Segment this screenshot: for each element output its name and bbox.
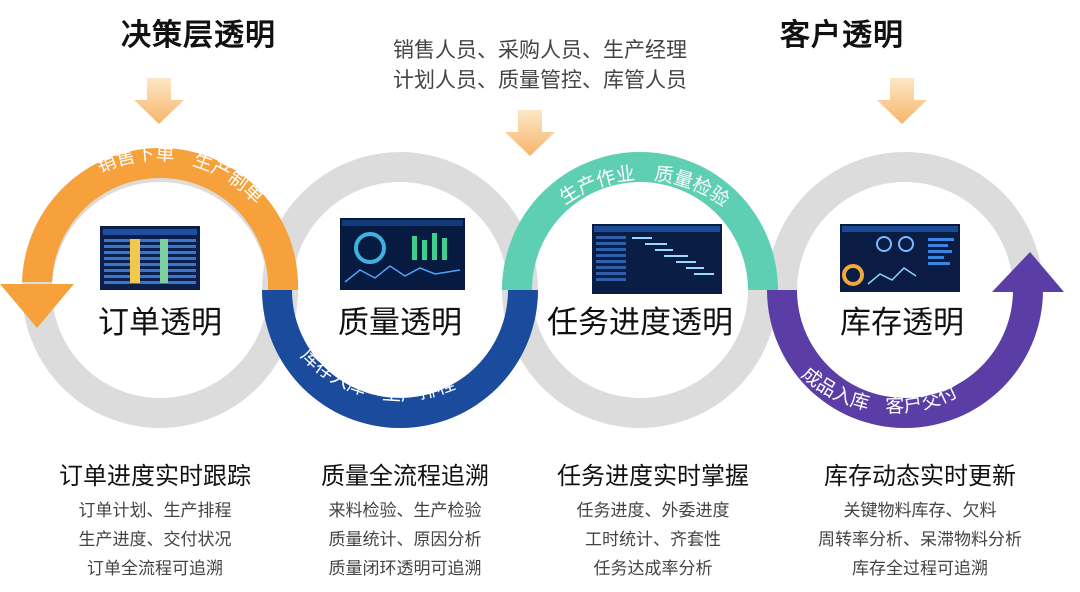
ring-3-title: 任务进度透明	[547, 305, 733, 341]
column-quality: 质量全流程追溯 来料检验、生产检验 质量统计、原因分析 质量闭环透明可追溯	[275, 456, 535, 584]
down-arrow-left	[134, 78, 184, 124]
ring-1-arrow-head	[0, 284, 74, 328]
column-title: 质量全流程追溯	[321, 462, 489, 490]
column-title: 库存动态实时更新	[824, 462, 1016, 490]
dashboard-thumbnail-3	[592, 224, 722, 294]
dashboard-thumbnail-4	[840, 224, 960, 292]
ring-1-title: 订单透明	[98, 305, 222, 341]
column-inventory: 库存动态实时更新 关键物料库存、欠料 周转率分析、呆滞物料分析 库存全过程可追溯	[775, 456, 1065, 584]
decision-layer-title: 决策层透明	[121, 18, 276, 53]
down-arrow-right	[877, 78, 927, 124]
column-line: 库存全过程可追溯	[852, 559, 988, 579]
dashboard-thumbnail-2	[340, 218, 465, 290]
column-line: 任务进度、外委进度	[576, 501, 730, 521]
ring-2-title: 质量透明	[338, 305, 462, 341]
column-line: 质量闭环透明可追溯	[328, 559, 482, 579]
ring-4-purple-arc	[767, 290, 1043, 428]
column-title: 任务进度实时掌握	[557, 462, 749, 490]
column-task: 任务进度实时掌握 任务进度、外委进度 工时统计、齐套性 任务达成率分析	[523, 456, 783, 584]
column-title: 订单进度实时跟踪	[59, 462, 251, 490]
column-line: 工时统计、齐套性	[585, 530, 721, 550]
dashboard-thumbnail-1	[100, 226, 200, 290]
column-line: 周转率分析、呆滞物料分析	[818, 530, 1022, 550]
column-order: 订单进度实时跟踪 订单计划、生产排程 生产进度、交付状况 订单全流程可追溯	[25, 456, 285, 584]
column-line: 任务达成率分析	[593, 559, 713, 579]
ring-3-teal-arc	[502, 152, 778, 290]
down-arrow-center	[505, 110, 555, 156]
ring-2-blue-arc	[262, 290, 538, 428]
column-line: 订单全流程可追溯	[87, 559, 223, 579]
down-arrows	[134, 78, 927, 156]
column-line: 生产进度、交付状况	[78, 530, 232, 550]
column-line: 来料检验、生产检验	[328, 501, 482, 521]
column-line: 质量统计、原因分析	[328, 530, 482, 550]
ring-1-orange-arc	[22, 147, 299, 290]
roles-line-2: 计划人员、质量管控、库管人员	[393, 68, 687, 92]
customer-title: 客户透明	[780, 18, 904, 53]
column-line: 关键物料库存、欠料	[843, 501, 997, 521]
roles-line-1: 销售人员、采购人员、生产经理	[393, 38, 687, 62]
ring-4-arrow-head	[992, 252, 1064, 292]
ring-4-title: 库存透明	[840, 305, 964, 341]
column-line: 订单计划、生产排程	[78, 501, 232, 521]
